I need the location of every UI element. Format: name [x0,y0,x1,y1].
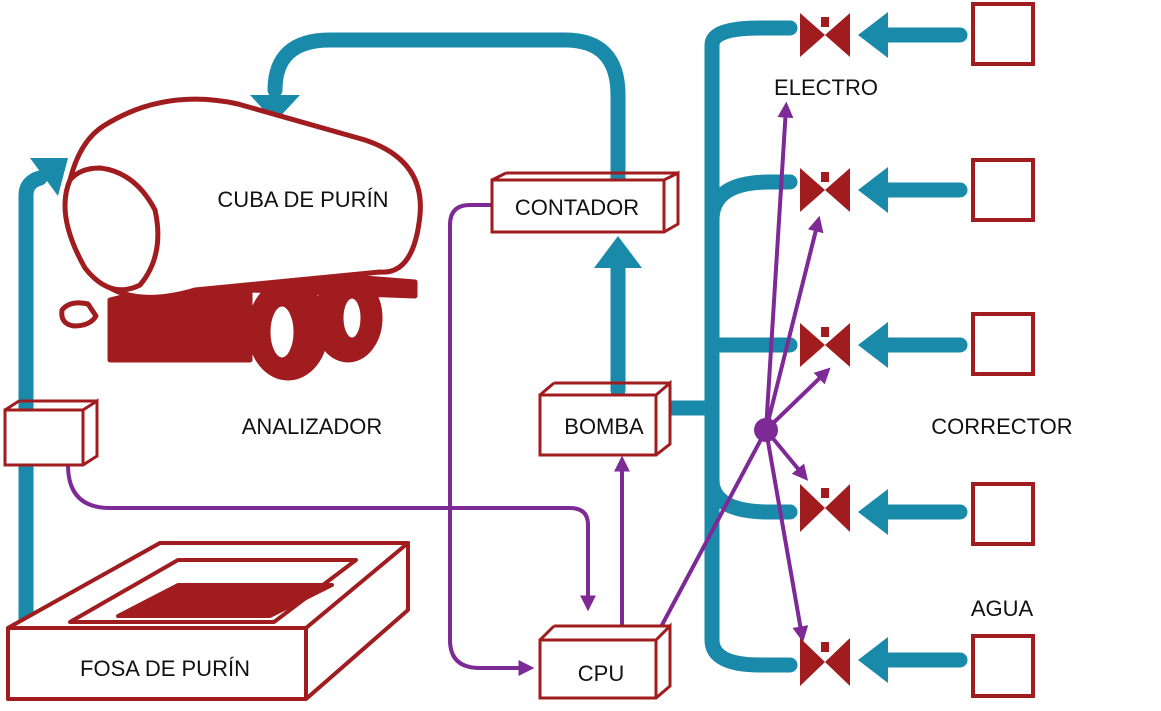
slurry-tanker-icon [59,96,423,381]
pipe-branch-4 [704,472,798,520]
electro-valve-icon [800,168,850,212]
corrector-tank-icon [971,312,1035,376]
pipe-fosa-to-cuba [18,170,48,628]
contador-label: CONTADOR [515,195,639,220]
arrowhead-valve-2 [858,167,888,213]
bomba-label: BOMBA [564,414,644,439]
corrector-label: CORRECTOR [931,414,1072,439]
corrector-tank-icon [971,158,1035,222]
corrector-tank-icon [971,482,1035,546]
signal-contador-to-cpu [448,203,535,676]
electro-valves [800,13,850,686]
electro-valve-icon [800,638,850,686]
agua-label: AGUA [971,596,1034,621]
cuba-label: CUBA DE PURÍN [217,187,388,212]
slurry-pit-icon [6,541,410,701]
signal-hub-to-valve-1 [764,101,794,432]
analizador-box [3,398,99,467]
analizador-label: ANALIZADOR [242,414,383,439]
corrector-tank-icon [971,634,1035,698]
electro-valve-icon [800,323,850,367]
signal-analizador-to-cpu [66,463,596,612]
electro-valve-icon [800,13,850,57]
signal-hub-to-valve-3 [764,367,831,432]
bomba-box [538,379,672,457]
arrowhead-cuba-left [30,158,68,196]
pipe-contador-to-cuba [267,32,626,186]
electro-valve-icon [800,484,850,532]
flow-pipes [18,20,968,673]
pipe-manifold [704,20,798,673]
flow-arrowheads [30,12,888,683]
cpu-label: CPU [578,661,624,686]
cpu-box [538,622,672,700]
arrowhead-contador [594,236,642,268]
contador-box [490,170,680,234]
signal-cpu-to-hub [660,428,768,627]
fosa-label: FOSA DE PURÍN [80,656,250,681]
signal-hub-to-valve-2 [764,215,824,432]
corrector-tank-icon [971,2,1035,66]
electro-label: ELECTRO [774,75,878,100]
arrowhead-valve-3 [858,322,888,368]
corrector-tanks [971,2,1035,698]
signal-hub [754,418,778,442]
signal-hub-to-valve-5 [764,428,809,643]
arrowhead-valve-1 [858,12,888,58]
pipe-branch-2 [704,174,798,228]
arrowhead-valve-5 [858,637,888,683]
arrowhead-valve-4 [858,489,888,535]
arrowhead-cuba-top [250,95,300,122]
signal-lines [66,101,831,676]
